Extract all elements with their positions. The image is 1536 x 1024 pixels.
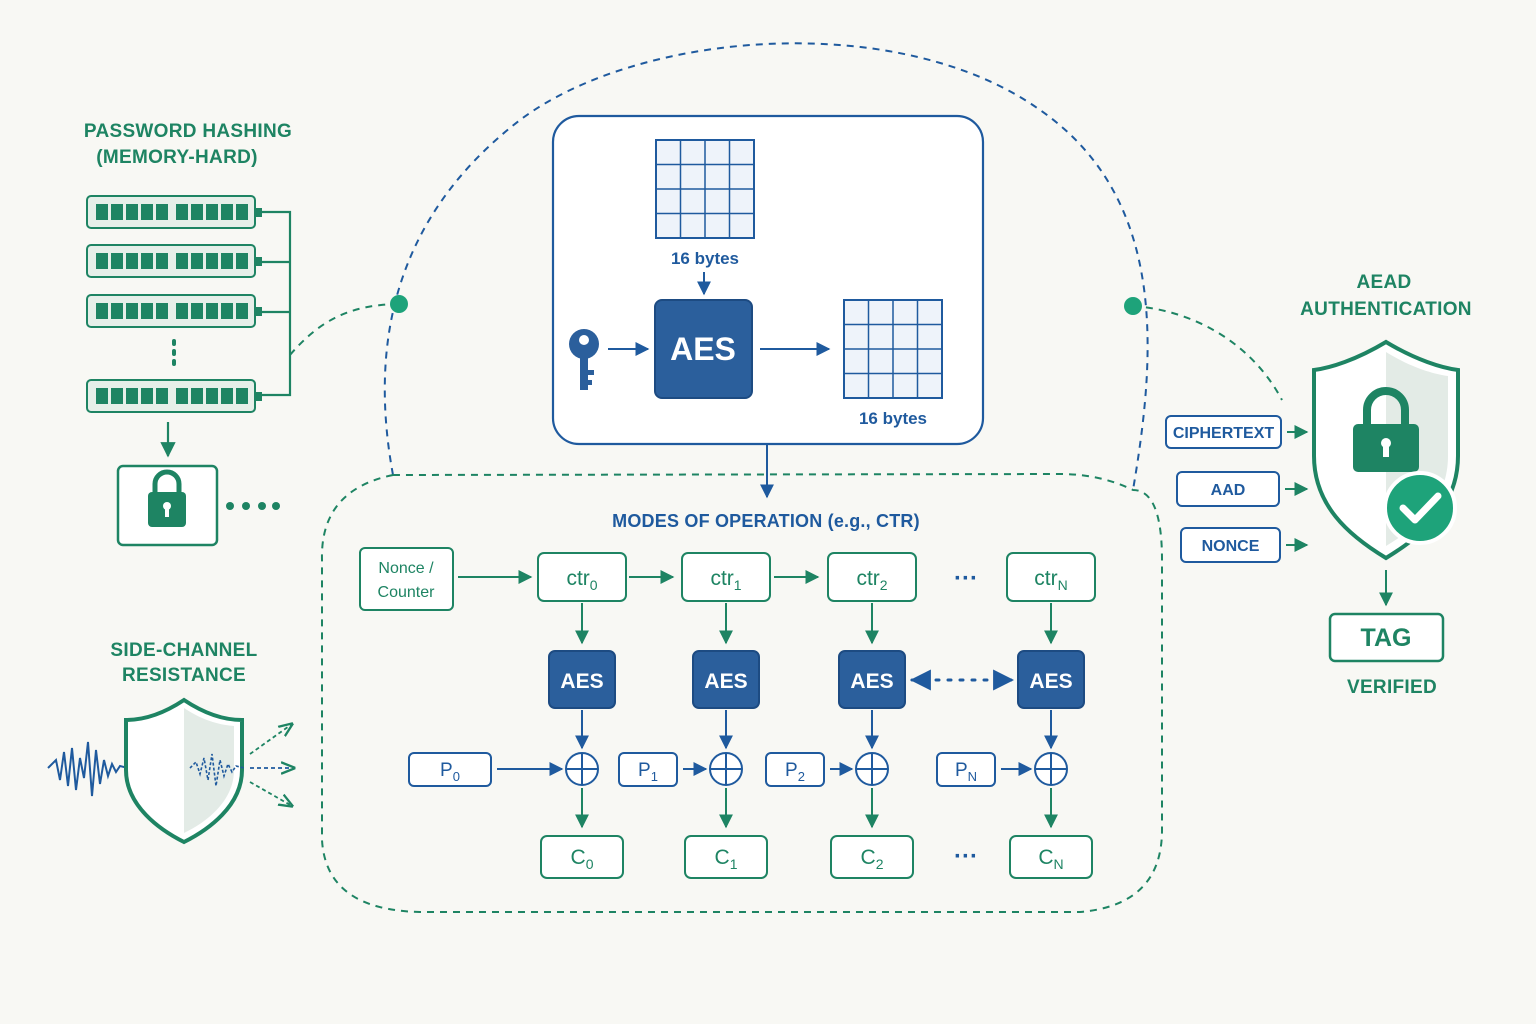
ciphertext-label: C1 <box>715 846 738 872</box>
side-channel-subtitle: RESISTANCE <box>122 665 246 686</box>
password-hashing-subtitle: (MEMORY-HARD) <box>96 147 258 168</box>
counter-label: ctr1 <box>710 567 741 593</box>
counter-box <box>827 552 917 602</box>
modes-dashed-region <box>320 472 1163 913</box>
memory-block <box>86 244 262 278</box>
sequence-ellipsis: ··· <box>954 843 978 870</box>
input-size-label: 16 bytes <box>671 249 739 268</box>
aead-input-label: CIPHERTEXT <box>1173 425 1275 442</box>
ciphertext-box <box>830 835 914 879</box>
aead-inputs: CIPHERTEXT AAD NONCE <box>1165 415 1309 563</box>
output-state-grid <box>843 299 943 399</box>
output-size-label: 16 bytes <box>859 409 927 428</box>
side-channel-title: SIDE-CHANNEL <box>110 640 257 661</box>
xor-icon <box>855 752 889 786</box>
aes-main-label: AES <box>670 331 736 367</box>
nonce-counter-box <box>359 547 454 611</box>
memory-bracket <box>262 210 292 397</box>
signal-wave-left <box>47 741 160 797</box>
connector-left <box>289 303 399 356</box>
modes-title: MODES OF OPERATION (e.g., CTR) <box>612 511 920 531</box>
deflect-arrow-down <box>249 781 292 806</box>
connector-node-right <box>1124 297 1142 315</box>
counter-label: ctr0 <box>566 567 597 593</box>
ciphertext-box <box>1009 835 1093 879</box>
xor-icon <box>709 752 743 786</box>
connector-right <box>1132 305 1283 401</box>
plaintext-box <box>618 752 678 787</box>
signal-wave-right <box>189 753 245 787</box>
plaintext-label: P0 <box>440 760 460 784</box>
aead-input: NONCE <box>1180 527 1309 563</box>
aead-title: AEAD <box>1356 272 1411 293</box>
memory-block <box>86 294 262 328</box>
lock-icon <box>148 469 186 527</box>
nonce-label-line2: Counter <box>378 584 436 601</box>
check-circle-icon <box>1383 471 1457 545</box>
aes-round-label: AES <box>1029 670 1072 693</box>
aes-round-box <box>838 650 906 709</box>
aead-input-label: NONCE <box>1202 538 1260 555</box>
counter-label: ctr2 <box>856 567 887 593</box>
counter-box <box>537 552 627 602</box>
aes-round-box <box>548 650 616 709</box>
outer-dashed-arch <box>383 42 1149 491</box>
aead-input: AAD <box>1176 471 1309 507</box>
xor-icon <box>1034 752 1068 786</box>
aead-input-label: AAD <box>1211 482 1246 499</box>
ctr-column: ctrN AES PN CN <box>936 552 1096 879</box>
aes-round-box <box>1017 650 1085 709</box>
xor-icon <box>565 752 599 786</box>
key-icon <box>569 329 599 390</box>
tag-box <box>1328 612 1445 663</box>
ciphertext-label: C0 <box>571 846 594 872</box>
tag-label: TAG <box>1361 624 1412 652</box>
plaintext-label: PN <box>955 760 977 784</box>
aes-round-box <box>692 650 760 709</box>
input-state-grid <box>655 139 755 239</box>
ciphertext-label: CN <box>1038 846 1063 872</box>
plaintext-box <box>936 752 996 787</box>
counter-box <box>681 552 771 602</box>
aes-main-box <box>654 299 753 399</box>
plaintext-label: P2 <box>785 760 805 784</box>
aead-input: CIPHERTEXT <box>1165 415 1309 449</box>
plaintext-box <box>765 752 825 787</box>
counter-box <box>1006 552 1096 602</box>
ciphertext-label: C2 <box>861 846 884 872</box>
aead-subtitle: AUTHENTICATION <box>1300 299 1472 320</box>
sequence-ellipsis: ··· <box>954 565 978 592</box>
aes-round-label: AES <box>704 670 747 693</box>
verified-status: VERIFIED <box>1347 677 1437 698</box>
plaintext-box <box>408 752 492 787</box>
aes-round-label: AES <box>560 670 603 693</box>
connector-node-left <box>390 295 408 313</box>
deflect-arrow-up <box>249 724 292 755</box>
counter-label: ctrN <box>1034 567 1067 593</box>
plaintext-label: P1 <box>638 760 658 784</box>
password-hashing-title: PASSWORD HASHING <box>84 121 292 142</box>
memory-block <box>86 379 262 413</box>
nonce-label-line1: Nonce / <box>378 560 434 577</box>
ciphertext-box <box>540 835 624 879</box>
shield-icon <box>124 697 244 845</box>
aes-round-label: AES <box>850 670 893 693</box>
memory-block <box>86 195 262 229</box>
ciphertext-box <box>684 835 768 879</box>
aead-lock-icon <box>1353 387 1419 472</box>
hash-trailing-dots <box>226 502 280 510</box>
memory-blocks <box>86 195 262 413</box>
